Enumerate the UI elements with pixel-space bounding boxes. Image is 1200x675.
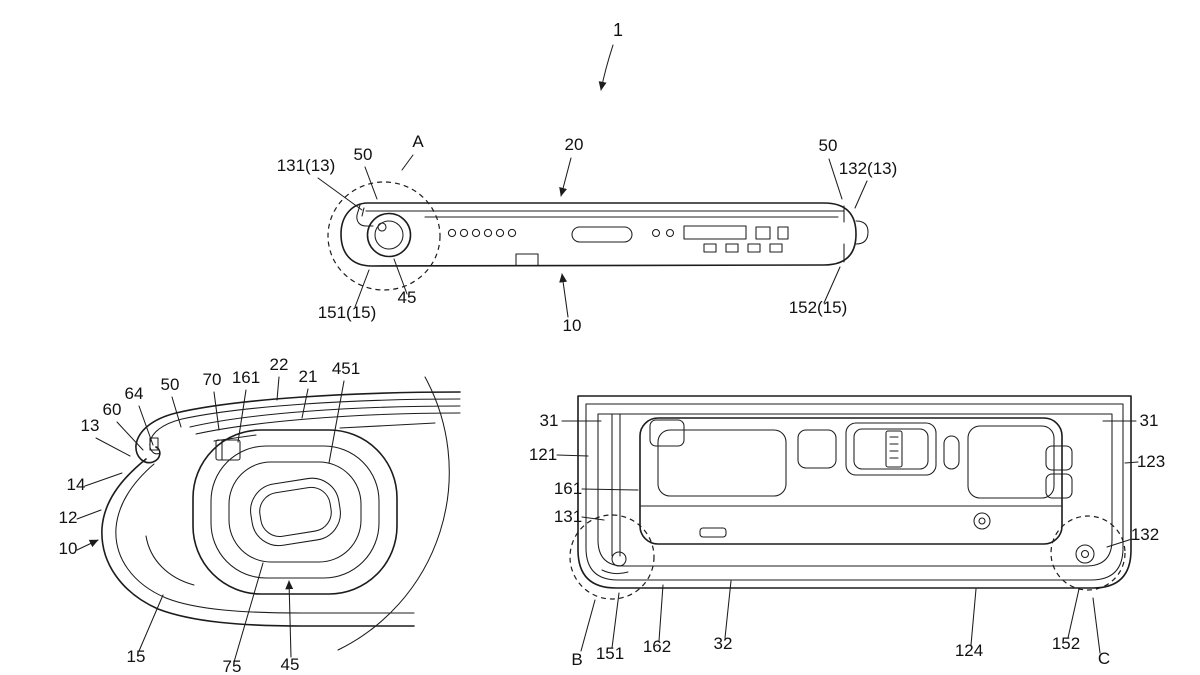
ref-132-b: 132 (1131, 525, 1159, 544)
ref-131-b: 131 (554, 507, 582, 526)
ref-131-13: 131(13) (277, 156, 336, 175)
ref-50-left: 50 (354, 145, 373, 164)
rear-case-shell (101, 458, 415, 627)
ports-and-buttons (571, 225, 789, 253)
ref-151-15: 151(15) (318, 303, 377, 322)
ref-451: 451 (332, 359, 360, 378)
figure-side-view: 1 A 131(13) 50 20 50 132(13) 151(15) 45 … (277, 20, 898, 335)
leader-lines-detail-a (76, 376, 345, 663)
ref-45-a: 45 (281, 655, 300, 674)
detail-circle-a (327, 181, 441, 291)
ref-22: 22 (270, 355, 289, 374)
figure-detail-a: 13 60 64 50 70 161 22 21 451 14 12 10 15… (59, 355, 461, 675)
detail-boundary-arc (337, 376, 450, 651)
ref-152-15: 152(15) (789, 298, 848, 317)
ref-20: 20 (565, 135, 584, 154)
ref-15: 15 (127, 647, 146, 666)
ref-50-right: 50 (819, 136, 838, 155)
detail-circle-b (569, 514, 655, 600)
ref-151: 151 (596, 644, 624, 663)
speaker-holes (447, 228, 517, 238)
leader-lines-top (317, 44, 868, 318)
ref-50-a: 50 (161, 375, 180, 394)
ref-12: 12 (59, 508, 78, 527)
ref-10-a: 10 (59, 539, 78, 558)
ref-123: 123 (1137, 452, 1165, 471)
ref-161-b: 161 (554, 479, 582, 498)
ref-121: 121 (529, 445, 557, 464)
ref-64: 64 (125, 384, 144, 403)
midframe-plate (639, 417, 1073, 545)
ref-152: 152 (1052, 634, 1080, 653)
ref-21: 21 (299, 367, 318, 386)
ref-75: 75 (223, 657, 242, 675)
display-laminate-layers (135, 391, 461, 464)
detail-circle-c (1050, 515, 1126, 591)
ref-132-13: 132(13) (839, 159, 898, 178)
ref-1: 1 (613, 20, 623, 40)
ref-32: 32 (714, 634, 733, 653)
ref-13: 13 (81, 416, 100, 435)
ref-14: 14 (67, 475, 86, 494)
camera-lens-detail (192, 429, 398, 595)
ref-31-right: 31 (1140, 411, 1159, 430)
ref-10-top: 10 (563, 316, 582, 335)
corner-detail-c (1075, 544, 1095, 564)
case-walls (577, 395, 1132, 589)
ref-b: B (571, 650, 582, 669)
ref-162: 162 (643, 637, 671, 656)
ref-124: 124 (955, 641, 983, 660)
corner-detail-b (601, 551, 629, 575)
ref-60: 60 (103, 400, 122, 419)
leader-lines-detail-bc (556, 420, 1139, 654)
ref-31-left: 31 (540, 411, 559, 430)
figure-detail-bc: 31 121 161 131 B 151 162 32 124 152 C 31… (529, 395, 1165, 669)
ref-a: A (412, 132, 424, 151)
ref-45-top: 45 (398, 288, 417, 307)
ref-70: 70 (203, 370, 222, 389)
camera-lens-side (366, 212, 412, 258)
device-body (340, 202, 869, 267)
ref-c: C (1098, 649, 1110, 668)
ref-161-a: 161 (232, 368, 260, 387)
